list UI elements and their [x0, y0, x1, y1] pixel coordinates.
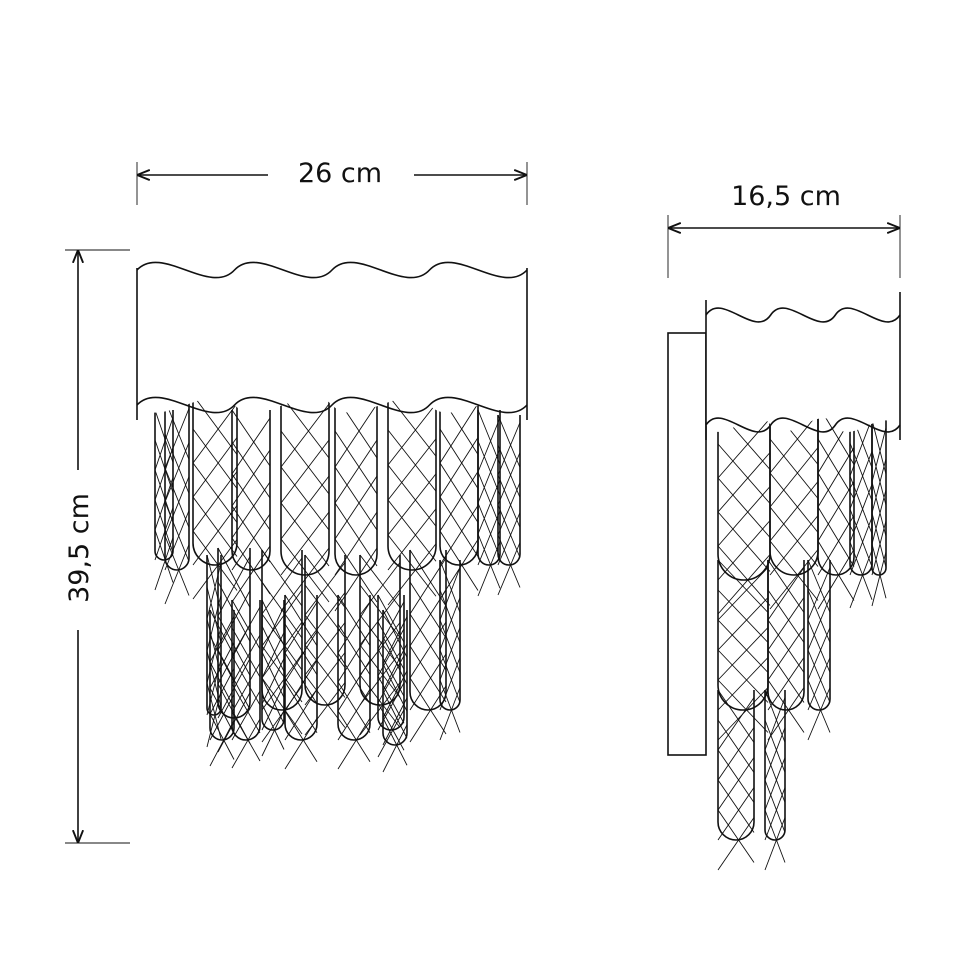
- crystal-drop: [767, 559, 805, 741]
- crystal-drop: [817, 404, 855, 610]
- crystal-drop: [497, 414, 521, 596]
- crystal-drop: [439, 394, 479, 600]
- crystal-drop: [717, 409, 771, 615]
- crystal-drop: [154, 409, 174, 591]
- crystal-drop: [359, 554, 401, 736]
- depth-label: 16,5 cm: [731, 181, 841, 212]
- width-dimension: 26 cm: [136, 158, 528, 205]
- crystal-drop: [807, 559, 831, 741]
- crystal-drop: [261, 549, 303, 743]
- crystal-drop: [337, 594, 371, 770]
- front-view: [136, 261, 528, 773]
- crystal-drop: [284, 594, 318, 770]
- height-label: 39,5 cm: [64, 493, 95, 603]
- crystal-drop: [231, 409, 271, 603]
- crystal-drop: [439, 559, 461, 741]
- crystal-drop: [164, 399, 190, 605]
- depth-dimension: 16,5 cm: [667, 181, 901, 278]
- crystal-drop: [717, 559, 769, 741]
- crystal-drop: [477, 409, 501, 597]
- crystal-drop: [769, 404, 819, 610]
- crystal-drop: [280, 394, 330, 612]
- crystal-drop: [717, 689, 755, 871]
- crystal-drop: [304, 554, 346, 736]
- crystal-drop: [261, 599, 285, 757]
- crystal-drop: [206, 554, 222, 748]
- width-label: 26 cm: [298, 158, 382, 189]
- decorative-band: [136, 261, 528, 420]
- crystal-drop: [871, 419, 887, 607]
- crystal-drop: [387, 394, 437, 606]
- side-view: [667, 292, 901, 871]
- crystal-drop: [217, 547, 251, 753]
- height-dimension: 39,5 cm: [64, 249, 130, 844]
- crystal-drop: [192, 394, 238, 600]
- wall-plate: [667, 332, 707, 756]
- crystal-drop: [764, 689, 786, 871]
- crystal-drop: [334, 394, 378, 612]
- decorative-band-side: [705, 292, 901, 440]
